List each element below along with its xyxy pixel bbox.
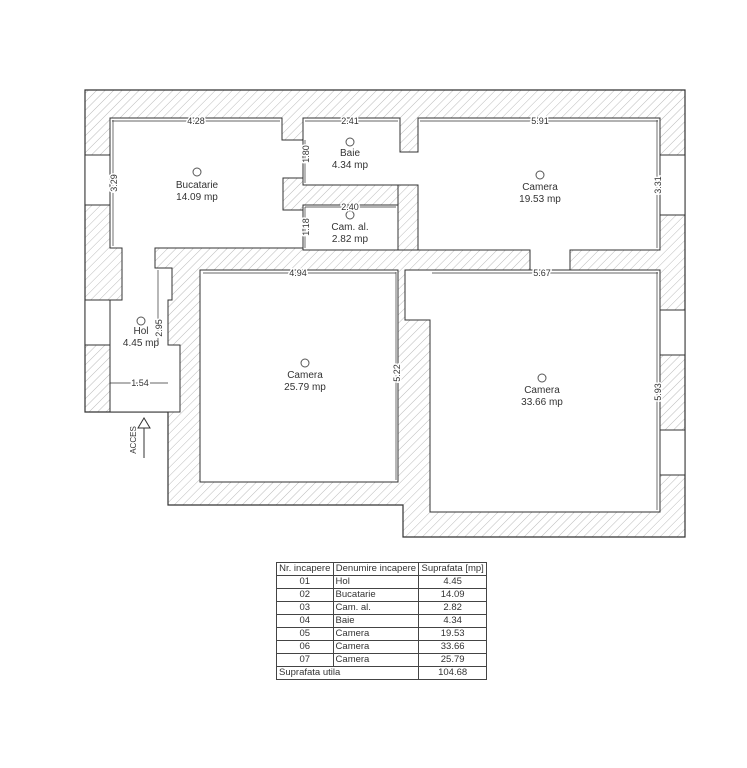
svg-text:1.18: 1.18: [301, 218, 311, 236]
svg-text:Camera: Camera: [524, 385, 560, 396]
svg-text:2.95: 2.95: [154, 319, 164, 337]
svg-text:5.91: 5.91: [531, 116, 549, 126]
svg-text:33.66 mp: 33.66 mp: [521, 397, 563, 408]
svg-text:Camera: Camera: [287, 370, 323, 381]
svg-text:19.53 mp: 19.53 mp: [519, 194, 561, 205]
svg-text:3.31: 3.31: [653, 176, 663, 194]
svg-text:4.34 mp: 4.34 mp: [332, 160, 369, 171]
room-cam-al: [302, 204, 399, 251]
svg-text:2.82 mp: 2.82 mp: [332, 234, 369, 245]
svg-text:14.09 mp: 14.09 mp: [176, 192, 218, 203]
svg-text:5.67: 5.67: [533, 268, 551, 278]
windows: [84, 154, 686, 476]
svg-text:2.40: 2.40: [341, 202, 359, 212]
access-arrow-icon: ACCES: [129, 417, 151, 458]
svg-text:1.54: 1.54: [131, 378, 149, 388]
svg-text:4.45 mp: 4.45 mp: [123, 338, 160, 349]
dimension-labels: 4.28 2.41 5.91 3.29 1.80 2.40 1.18 3.31 …: [108, 115, 665, 403]
svg-text:3.29: 3.29: [109, 174, 119, 192]
svg-text:Camera: Camera: [522, 182, 558, 193]
svg-text:Hol: Hol: [133, 326, 148, 337]
svg-text:Bucatarie: Bucatarie: [176, 180, 219, 191]
dimension-lines: [110, 120, 658, 510]
svg-text:Cam. al.: Cam. al.: [331, 222, 368, 233]
svg-text:Baie: Baie: [340, 148, 360, 159]
svg-text:5.93: 5.93: [653, 383, 663, 401]
svg-text:25.79 mp: 25.79 mp: [284, 382, 326, 393]
svg-text:4.94: 4.94: [289, 268, 307, 278]
svg-text:4.28: 4.28: [187, 116, 205, 126]
svg-text:2.41: 2.41: [341, 116, 359, 126]
svg-text:1.80: 1.80: [301, 145, 311, 163]
svg-text:ACCES: ACCES: [129, 426, 138, 454]
svg-text:5.22: 5.22: [392, 364, 402, 382]
room-camera-07: [199, 269, 399, 483]
